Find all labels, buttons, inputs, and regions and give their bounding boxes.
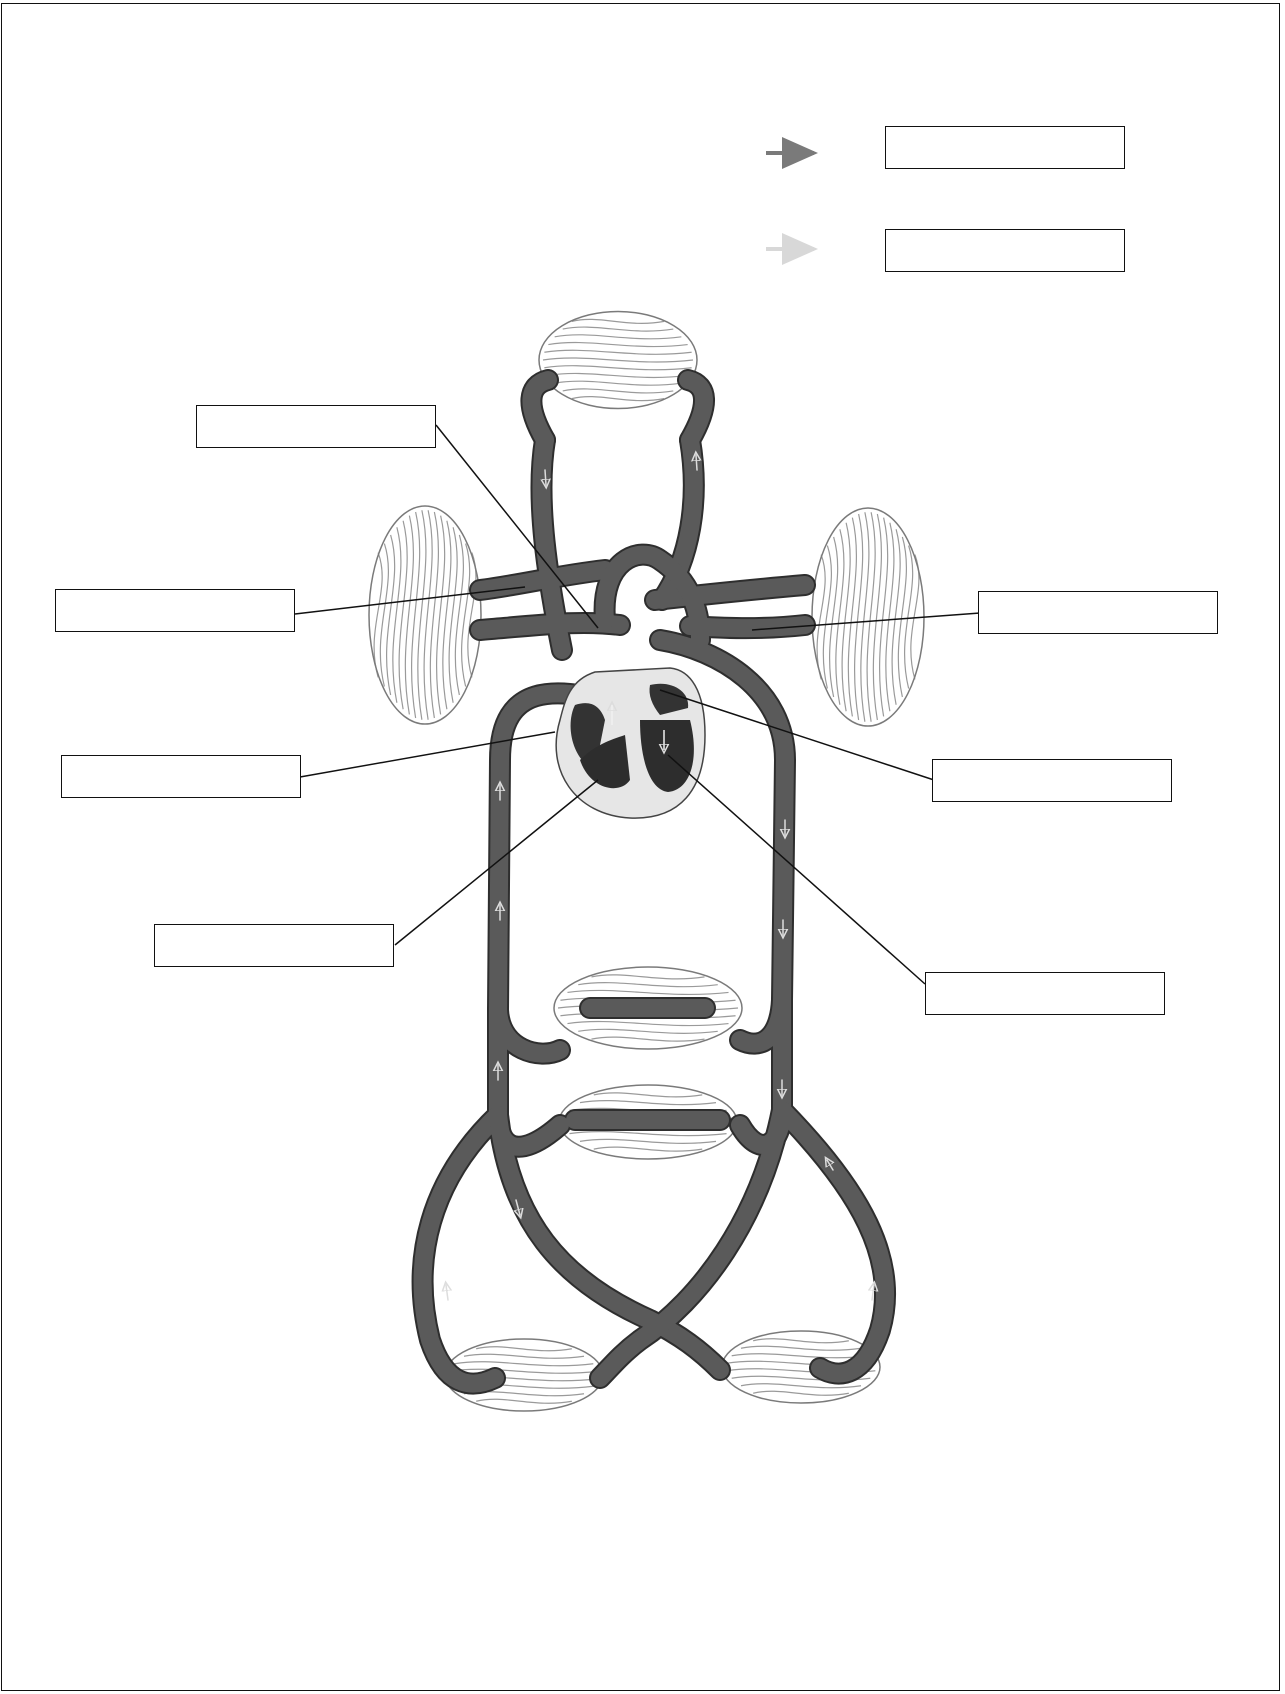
- capillary-strand: [591, 975, 704, 979]
- capillary-strand: [594, 1147, 702, 1151]
- capillary-strand: [572, 319, 664, 323]
- legend-box-oxygenated[interactable]: [885, 229, 1125, 272]
- capillary-strand: [563, 389, 674, 393]
- label-box-7[interactable]: [925, 972, 1165, 1015]
- capillary-strand: [464, 1354, 584, 1358]
- label-box-1[interactable]: [196, 405, 436, 448]
- capillary-strand: [580, 1101, 716, 1105]
- left-lung-capillary-bed: [369, 506, 481, 724]
- capillary-beds: [369, 312, 924, 1412]
- capillary-strand: [544, 366, 691, 370]
- capillary-strand: [732, 1354, 871, 1358]
- label-box-2[interactable]: [55, 589, 295, 632]
- blood-vessels: [423, 380, 885, 1384]
- capillary-strand: [455, 1362, 594, 1366]
- head-capillary-bed: [539, 312, 697, 409]
- capillary-strand: [544, 350, 691, 354]
- capillary-strand: [591, 1037, 704, 1041]
- capillary-strand: [543, 358, 693, 362]
- capillary-strand: [563, 327, 674, 331]
- capillary-strand: [476, 1399, 572, 1403]
- capillary-strand: [548, 373, 687, 377]
- capillary-strand: [753, 1391, 849, 1395]
- capillary-strand: [905, 546, 913, 689]
- capillary-strand: [578, 1029, 718, 1033]
- capillary-strand: [580, 1139, 716, 1143]
- capillary-strand: [555, 381, 682, 385]
- label-box-6[interactable]: [154, 924, 394, 967]
- capillary-strand: [741, 1346, 861, 1350]
- label-box-4[interactable]: [61, 755, 301, 798]
- capillary-strand: [569, 1132, 726, 1136]
- capillary-strand: [555, 335, 682, 339]
- capillary-strand: [567, 1022, 728, 1026]
- capillary-strand: [462, 544, 470, 687]
- right-lung-capillary-bed: [812, 508, 924, 726]
- capillary-strand: [572, 397, 664, 401]
- capillary-strand: [594, 1093, 702, 1097]
- label-box-3[interactable]: [978, 591, 1218, 634]
- capillary-strand: [468, 553, 476, 678]
- capillary-strand: [753, 1339, 849, 1343]
- capillary-strand: [548, 343, 687, 347]
- label-box-5[interactable]: [932, 759, 1172, 802]
- capillary-strand: [567, 990, 728, 994]
- capillary-strand: [578, 983, 718, 987]
- capillary-strand: [476, 1347, 572, 1351]
- legend-box-deoxygenated[interactable]: [885, 126, 1125, 169]
